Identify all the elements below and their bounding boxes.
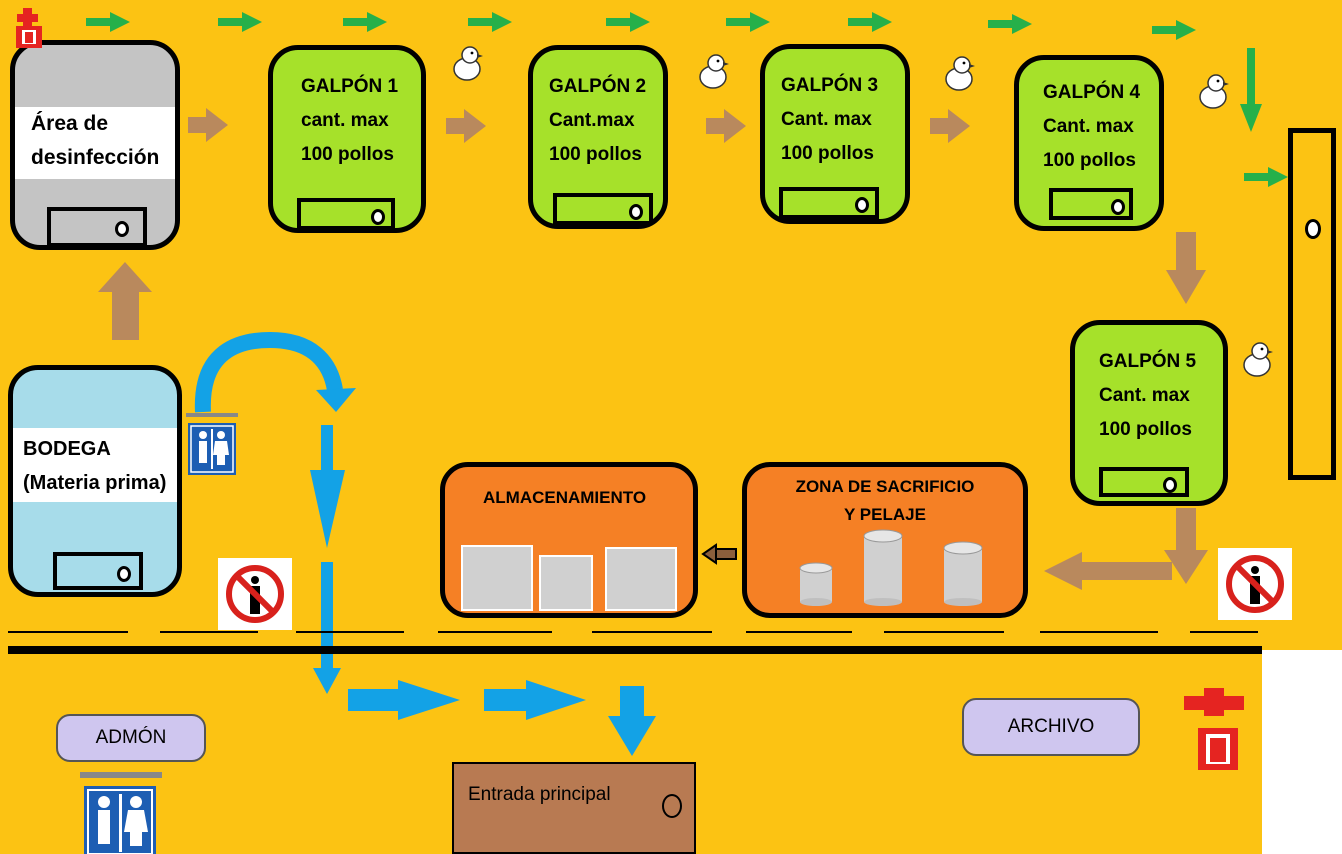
green-arrow-icon: [988, 14, 1032, 34]
first-aid-extinguisher-icon: [1184, 688, 1244, 770]
door-knob: [855, 197, 869, 213]
tanks-group: [799, 529, 983, 606]
galpon-1-label: GALPÓN 1 cant. max 100 pollos: [301, 76, 399, 165]
green-arrow-down-icon: [1240, 48, 1262, 132]
perimeter-wall: [8, 646, 1262, 654]
room-galpon-4: GALPÓN 4 Cant. max 100 pollos: [1014, 55, 1164, 231]
door-icon: [297, 198, 395, 230]
door-icon: [53, 552, 143, 590]
restroom-icon: [80, 772, 162, 854]
room-desinfeccion-label: Área de desinfección: [31, 112, 160, 169]
tank-icon: [863, 529, 903, 606]
brown-arrow-down-icon: [1166, 232, 1206, 304]
first-aid-extinguisher-icon: [16, 8, 42, 48]
room-galpon-3: GALPÓN 3 Cant. max 100 pollos: [760, 44, 910, 224]
brown-arrow-icon: [446, 109, 486, 143]
box-icon: [605, 547, 677, 611]
outside-area: [1262, 650, 1342, 854]
door-knob: [1163, 477, 1177, 493]
green-arrow-icon: [1152, 20, 1196, 40]
room-galpon-5: GALPÓN 5 Cant. max 100 pollos: [1070, 320, 1228, 506]
green-arrow-icon: [726, 12, 770, 32]
door-icon: [779, 187, 879, 219]
door-icon: [1049, 188, 1133, 220]
door-knob: [117, 566, 131, 582]
blue-arrow-right-icon: [348, 680, 460, 720]
box-icon: [461, 545, 533, 611]
chick-icon: [453, 46, 483, 81]
blue-curved-arrow-icon: [194, 331, 356, 413]
no-entry-icon: [218, 558, 292, 630]
blue-arrow-right-icon: [484, 680, 586, 720]
chick-icon: [1243, 342, 1273, 377]
tank-icon: [943, 541, 983, 606]
door-icon: [553, 193, 653, 225]
green-arrow-icon: [343, 12, 387, 32]
green-arrow-icon: [468, 12, 512, 32]
room-bodega: BODEGA (Materia prima): [8, 365, 182, 597]
green-arrow-icon: [1244, 167, 1288, 187]
room-sacrificio-label: ZONA DE SACRIFICIO Y PELAJE: [795, 477, 975, 524]
room-label-bg: [15, 107, 175, 179]
galpon-5-label: GALPÓN 5 Cant. max 100 pollos: [1099, 351, 1197, 440]
brown-arrow-down-icon: [1164, 508, 1208, 584]
room-galpon-1: GALPÓN 1 cant. max 100 pollos: [268, 45, 426, 233]
green-arrow-icon: [606, 12, 650, 32]
room-entrada-principal: Entrada principal: [452, 762, 696, 854]
green-arrow-icon: [848, 12, 892, 32]
door-knob: [662, 794, 682, 818]
blue-arrow-down-icon: [608, 686, 656, 756]
room-almacenamiento: ALMACENAMIENTO: [440, 462, 698, 618]
chick-icon: [1199, 74, 1229, 109]
chick-icon: [945, 56, 975, 91]
blue-arrow-down-icon: [313, 562, 341, 694]
brown-arrow-icon: [188, 108, 228, 142]
office-archivo: ARCHIVO: [962, 698, 1140, 756]
galpon-4-label: GALPÓN 4 Cant. max 100 pollos: [1043, 82, 1141, 171]
brown-arrow-icon: [706, 109, 746, 143]
room-bodega-label: BODEGA (Materia prima): [23, 438, 167, 494]
room-almacenamiento-label: ALMACENAMIENTO: [483, 488, 647, 507]
brown-arrow-left-small-icon: [701, 543, 737, 565]
door-knob: [1305, 219, 1321, 239]
brown-arrow-icon: [930, 109, 970, 143]
chick-icon: [699, 54, 729, 89]
room-galpon-2: GALPÓN 2 Cant.max 100 pollos: [528, 45, 668, 229]
blue-arrow-down-icon: [310, 425, 345, 548]
office-admon: ADMÓN: [56, 714, 206, 762]
side-gate: [1288, 128, 1336, 480]
box-icon: [539, 555, 593, 611]
galpon-2-label: GALPÓN 2 Cant.max 100 pollos: [549, 76, 647, 165]
brown-arrow-up-icon: [98, 262, 152, 340]
green-arrow-icon: [218, 12, 262, 32]
room-desinfeccion: Área de desinfección: [10, 40, 180, 250]
restroom-icon: [186, 413, 238, 475]
entrada-label: Entrada principal: [468, 784, 611, 805]
brown-arrow-left-icon: [1044, 552, 1172, 590]
door-icon: [47, 207, 147, 247]
door-knob: [115, 221, 129, 237]
tank-icon: [799, 562, 833, 606]
door-icon: [1099, 467, 1189, 497]
room-label-bg: [13, 428, 177, 502]
door-knob: [629, 204, 643, 220]
door-knob: [1111, 199, 1125, 215]
galpon-3-label: GALPÓN 3 Cant. max 100 pollos: [781, 75, 879, 164]
no-entry-icon: [1218, 548, 1292, 620]
door-knob: [371, 209, 385, 225]
green-arrow-icon: [86, 12, 130, 32]
